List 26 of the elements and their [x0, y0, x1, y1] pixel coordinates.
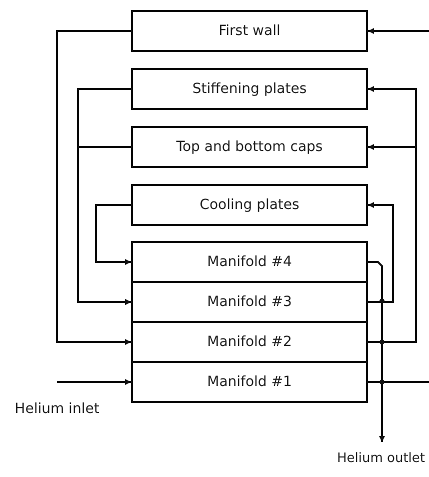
node-label: Stiffening plates	[192, 81, 307, 97]
arrow	[368, 261, 385, 442]
node-label: Helium outlet	[336, 450, 426, 466]
node-label: Manifold #2	[207, 334, 292, 350]
arrow	[95, 204, 131, 265]
arrow	[56, 30, 131, 345]
process-box	[131, 281, 368, 323]
arrow	[368, 202, 394, 303]
arrow	[368, 144, 417, 343]
node-label: Manifold #4	[207, 254, 292, 270]
arrow	[368, 28, 429, 34]
node-label: Manifold #1	[207, 374, 292, 390]
node-label: Manifold #3	[207, 294, 292, 310]
process-box	[131, 126, 368, 168]
node-label: Top and bottom caps	[176, 139, 323, 155]
node-label: First wall	[218, 23, 280, 39]
process-box	[131, 361, 368, 403]
process-box	[131, 10, 368, 52]
arrow	[57, 379, 131, 385]
process-box	[131, 68, 368, 110]
node-label: Cooling plates	[200, 197, 300, 213]
node-label: Helium inlet	[14, 401, 100, 417]
process-box	[131, 241, 368, 283]
arrow	[77, 146, 131, 305]
process-box	[131, 184, 368, 226]
process-box	[131, 321, 368, 363]
